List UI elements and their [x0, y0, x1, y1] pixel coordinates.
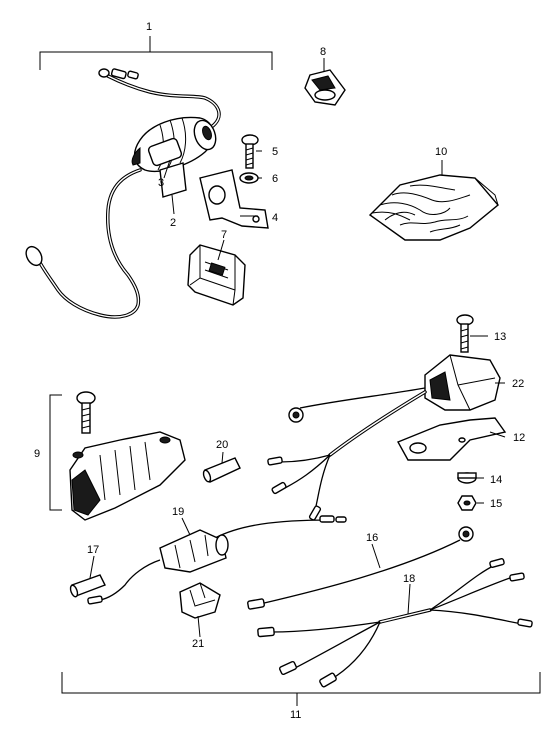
part-screw-13 — [456, 314, 474, 353]
callout-20: 20 — [216, 439, 228, 451]
callout-22: 22 — [512, 378, 524, 390]
part-boot-7 — [187, 244, 246, 306]
callout-11: 11 — [290, 709, 301, 721]
callout-21: 21 — [192, 638, 204, 650]
bracket-group-11 — [61, 672, 541, 706]
callout-1: 1 — [146, 21, 152, 33]
callout-19: 19 — [172, 506, 184, 518]
part-nut-15 — [457, 495, 477, 511]
part-coil-19 — [87, 515, 347, 605]
part-nut-14 — [457, 472, 477, 484]
leader-lines — [89, 58, 506, 638]
callout-8: 8 — [320, 46, 326, 58]
part-bracket-12 — [397, 417, 507, 461]
callout-7: 7 — [221, 229, 227, 241]
callout-13: 13 — [494, 331, 506, 343]
part-washer-6 — [239, 172, 259, 184]
callout-6: 6 — [272, 173, 278, 185]
callout-14: 14 — [490, 474, 502, 486]
part-bracket-4 — [199, 169, 269, 229]
part-bag-10 — [368, 174, 499, 241]
bracket-group-9 — [49, 394, 62, 511]
part-harness-18 — [257, 558, 533, 688]
part-regulator-9 — [69, 391, 186, 521]
callout-10: 10 — [435, 146, 447, 158]
callout-labels: 1 2 3 4 5 6 7 8 9 10 11 12 13 14 15 16 1… — [34, 21, 525, 721]
part-wire-16 — [247, 526, 474, 610]
callout-4: 4 — [272, 212, 278, 224]
part-screw-5 — [241, 134, 259, 169]
callout-9: 9 — [34, 448, 40, 460]
part-switch-assembly — [25, 68, 221, 319]
part-fuse-17 — [69, 574, 106, 598]
part-harness-22 — [267, 387, 427, 521]
callout-15: 15 — [490, 498, 502, 510]
part-relay-22 — [424, 354, 501, 411]
callout-3: 3 — [158, 177, 164, 189]
callout-12: 12 — [513, 432, 525, 444]
callout-17: 17 — [87, 544, 99, 556]
part-fuse-20 — [202, 457, 241, 483]
callout-2: 2 — [170, 217, 176, 229]
part-clip-21 — [179, 582, 221, 619]
callout-16: 16 — [366, 532, 378, 544]
callout-5: 5 — [272, 146, 278, 158]
callout-18: 18 — [403, 573, 415, 585]
part-grommet-8 — [304, 69, 346, 106]
bracket-assembly-1 — [39, 36, 273, 70]
